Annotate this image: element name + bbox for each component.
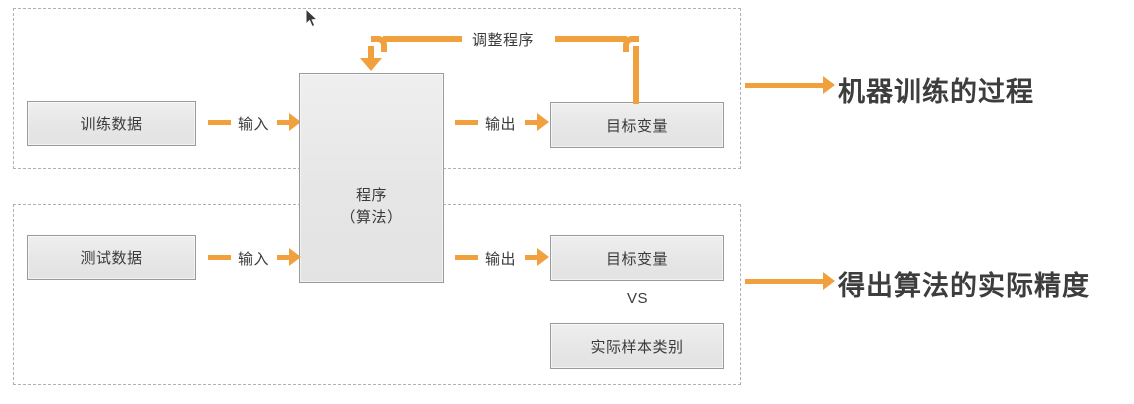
- comparison-vs-label: VS: [627, 290, 649, 307]
- outcome-arrow-shaft-training: [745, 83, 825, 88]
- output-connector-dash-top: [455, 120, 478, 125]
- node-test-data-label: 测试数据: [80, 250, 143, 267]
- feedback-descender: [368, 46, 374, 60]
- node-training-data-label: 训练数据: [80, 116, 143, 133]
- input-arrow-shaft-top: [277, 120, 291, 125]
- node-program-label-line1: 程序: [355, 187, 387, 205]
- input-connector-dash-top: [208, 120, 231, 125]
- input-arrow-head-top: [289, 113, 301, 131]
- outcome-arrow-shaft-testing: [745, 279, 825, 284]
- node-program-algorithm-lines: 程序 （算法）: [340, 185, 402, 229]
- input-arrow-head-bottom: [289, 248, 301, 266]
- node-target-variable-top[interactable]: 目标变量: [550, 102, 724, 148]
- node-target-variable-bottom-label: 目标变量: [605, 250, 668, 268]
- input-arrow-shaft-bottom: [277, 255, 291, 260]
- node-actual-sample-class-label: 实际样本类别: [590, 338, 684, 356]
- node-target-variable-bottom[interactable]: 目标变量: [550, 235, 724, 281]
- node-actual-sample-class[interactable]: 实际样本类别: [550, 323, 724, 369]
- outcome-arrow-head-training: [823, 76, 835, 94]
- edge-label-input-top: 输入: [238, 116, 270, 133]
- outcome-label-testing: 得出算法的实际精度: [838, 271, 1090, 301]
- output-arrow-shaft-top: [525, 120, 539, 125]
- feedback-top-right-run: [555, 36, 627, 42]
- node-target-variable-top-label: 目标变量: [605, 117, 668, 135]
- output-connector-dash-bottom: [455, 255, 478, 260]
- output-arrow-head-top: [537, 113, 549, 131]
- outcome-arrow-head-testing: [823, 272, 835, 290]
- node-training-data[interactable]: 训练数据: [27, 101, 196, 146]
- edge-label-feedback: 调整程序: [472, 32, 535, 49]
- edge-label-input-bottom: 输入: [238, 251, 270, 268]
- outcome-label-training: 机器训练的过程: [838, 77, 1034, 107]
- feedback-corner-right: [623, 36, 639, 52]
- edge-label-output-bottom: 输出: [485, 251, 517, 268]
- feedback-corner-left: [371, 36, 387, 52]
- mouse-pointer-icon: [305, 7, 320, 29]
- input-connector-dash-bottom: [208, 255, 231, 260]
- feedback-top-left-run: [383, 36, 462, 42]
- node-program-algorithm[interactable]: 程序 （算法）: [299, 73, 444, 283]
- output-arrow-head-bottom: [537, 248, 549, 266]
- output-arrow-shaft-bottom: [525, 255, 539, 260]
- node-program-label-line2: （算法）: [340, 209, 403, 226]
- feedback-riser-right: [633, 46, 639, 104]
- feedback-arrow-head: [360, 58, 382, 71]
- node-test-data[interactable]: 测试数据: [27, 235, 196, 280]
- edge-label-output-top: 输出: [485, 116, 517, 133]
